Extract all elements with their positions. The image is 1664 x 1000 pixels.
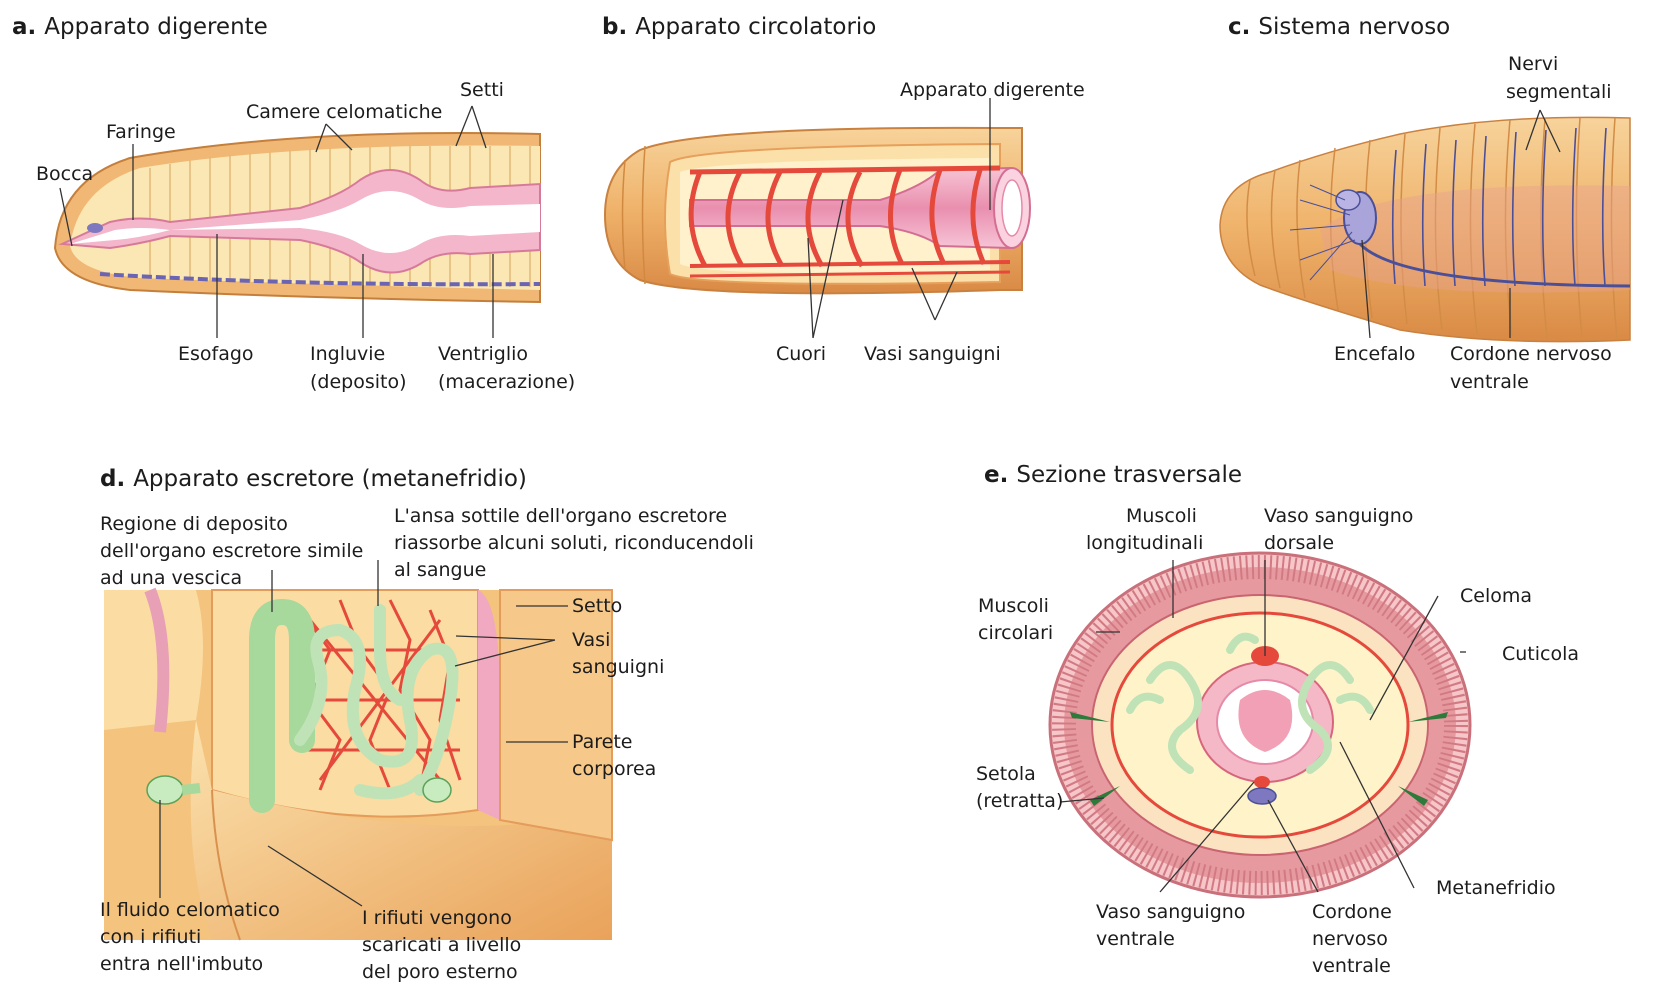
label-vasi-sanguigni-b: Vasi sanguigni bbox=[864, 343, 1001, 365]
label-cordone-nervoso-c: Cordone nervoso bbox=[1450, 343, 1612, 365]
panel-e-title-text: Sezione trasversale bbox=[1016, 462, 1243, 488]
label-rifiuti-3: del poro esterno bbox=[362, 961, 518, 983]
label-bocca: Bocca bbox=[36, 163, 94, 185]
label-ansa-3: al sangue bbox=[394, 559, 487, 581]
worm-body-c bbox=[1219, 116, 1631, 343]
panel-c-letter: c. bbox=[1228, 14, 1251, 40]
label-cuticola: Cuticola bbox=[1502, 643, 1580, 665]
panel-e-drawing bbox=[1048, 551, 1472, 899]
panel-d-title-text: Apparato escretore (metanefridio) bbox=[133, 466, 527, 492]
panel-d-title: d. Apparato escretore (metanefridio) bbox=[100, 466, 527, 492]
panel-d-drawing bbox=[104, 560, 613, 941]
label-celoma: Celoma bbox=[1460, 585, 1533, 607]
panel-b-title-text: Apparato circolatorio bbox=[635, 14, 877, 40]
label-cordone-e-sub: nervoso bbox=[1312, 928, 1388, 950]
nephrostome bbox=[146, 775, 184, 805]
label-muscoli-long: Muscoli bbox=[1126, 505, 1197, 527]
label-encefalo: Encefalo bbox=[1334, 343, 1416, 365]
label-fluido-2: con i rifiuti bbox=[100, 926, 202, 948]
label-vasi-d: Vasi bbox=[572, 629, 611, 651]
panel-a-letter: a. bbox=[12, 14, 37, 40]
label-setti: Setti bbox=[460, 79, 504, 101]
nerve-cord-e bbox=[1247, 787, 1277, 805]
label-cuori: Cuori bbox=[776, 343, 827, 365]
nerve-cord-a bbox=[99, 272, 541, 287]
label-cordone-nervoso-c-sub: ventrale bbox=[1450, 371, 1529, 393]
label-ansa-2: riassorbe alcuni soluti, riconducendoli bbox=[394, 532, 754, 554]
label-vaso-dorsale-sub: dorsale bbox=[1264, 532, 1335, 554]
label-setto: Setto bbox=[572, 595, 623, 617]
label-ventriglio-sub: (macerazione) bbox=[438, 371, 576, 393]
metanephridia-e bbox=[1126, 632, 1374, 774]
label-nervi-sub: segmentali bbox=[1506, 81, 1612, 103]
label-ingluvie-sub: (deposito) bbox=[310, 371, 407, 393]
label-apparato-digerente-b: Apparato digerente bbox=[900, 79, 1085, 101]
panel-b-drawing bbox=[603, 98, 1031, 339]
panel-a-title: a. Apparato digerente bbox=[12, 14, 268, 40]
label-camere-celomatiche: Camere celomatiche bbox=[246, 101, 443, 123]
panel-e-title: e. Sezione trasversale bbox=[984, 462, 1242, 488]
panel-b-letter: b. bbox=[602, 14, 628, 40]
label-muscoli-circ-sub: circolari bbox=[978, 622, 1054, 644]
label-regione-2: dell'organo escretore simile bbox=[100, 540, 364, 562]
label-cordone-e-sub2: ventrale bbox=[1312, 955, 1391, 977]
label-ansa-1: L'ansa sottile dell'organo escretore bbox=[394, 505, 728, 527]
panel-c-title: c. Sistema nervoso bbox=[1228, 14, 1450, 40]
label-muscoli-long-sub: longitudinali bbox=[1086, 532, 1204, 554]
panel-c-title-text: Sistema nervoso bbox=[1258, 14, 1451, 40]
label-rifiuti-1: I rifiuti vengono bbox=[362, 907, 512, 929]
label-regione-1: Regione di deposito bbox=[100, 513, 288, 535]
label-setola-sub: (retratta) bbox=[976, 790, 1064, 812]
panel-a-drawing bbox=[53, 105, 541, 338]
label-nervi: Nervi bbox=[1508, 53, 1559, 75]
label-parete: Parete bbox=[572, 731, 633, 753]
label-muscoli-circ: Muscoli bbox=[978, 595, 1049, 617]
label-parete-sub: corporea bbox=[572, 758, 657, 780]
label-fluido-1: Il fluido celomatico bbox=[100, 899, 280, 921]
label-faringe: Faringe bbox=[106, 121, 176, 143]
label-ventriglio: Ventriglio bbox=[438, 343, 529, 365]
label-vasi-d-sub: sanguigni bbox=[572, 656, 665, 678]
label-cordone-e: Cordone bbox=[1312, 901, 1392, 923]
label-setola: Setola bbox=[976, 763, 1036, 785]
panel-b-title: b. Apparato circolatorio bbox=[602, 14, 876, 40]
hearts bbox=[688, 169, 987, 268]
label-vaso-ventrale-sub: ventrale bbox=[1096, 928, 1175, 950]
label-ingluvie: Ingluvie bbox=[310, 343, 386, 365]
panel-a-title-text: Apparato digerente bbox=[44, 14, 268, 40]
label-vaso-ventrale: Vaso sanguigno bbox=[1096, 901, 1246, 923]
nephridium-tubule bbox=[294, 604, 459, 800]
label-esofago: Esofago bbox=[178, 343, 254, 365]
label-rifiuti-2: scaricati a livello bbox=[362, 934, 522, 956]
label-metanefridio: Metanefridio bbox=[1436, 877, 1556, 899]
label-fluido-3: entra nell'imbuto bbox=[100, 953, 264, 975]
label-regione-3: ad una vescica bbox=[100, 567, 243, 589]
nephridium-bladder bbox=[249, 598, 315, 813]
label-vaso-dorsale: Vaso sanguigno bbox=[1264, 505, 1414, 527]
panel-e-letter: e. bbox=[984, 462, 1009, 488]
panel-c-drawing bbox=[1219, 109, 1631, 343]
panel-d-letter: d. bbox=[100, 466, 126, 492]
